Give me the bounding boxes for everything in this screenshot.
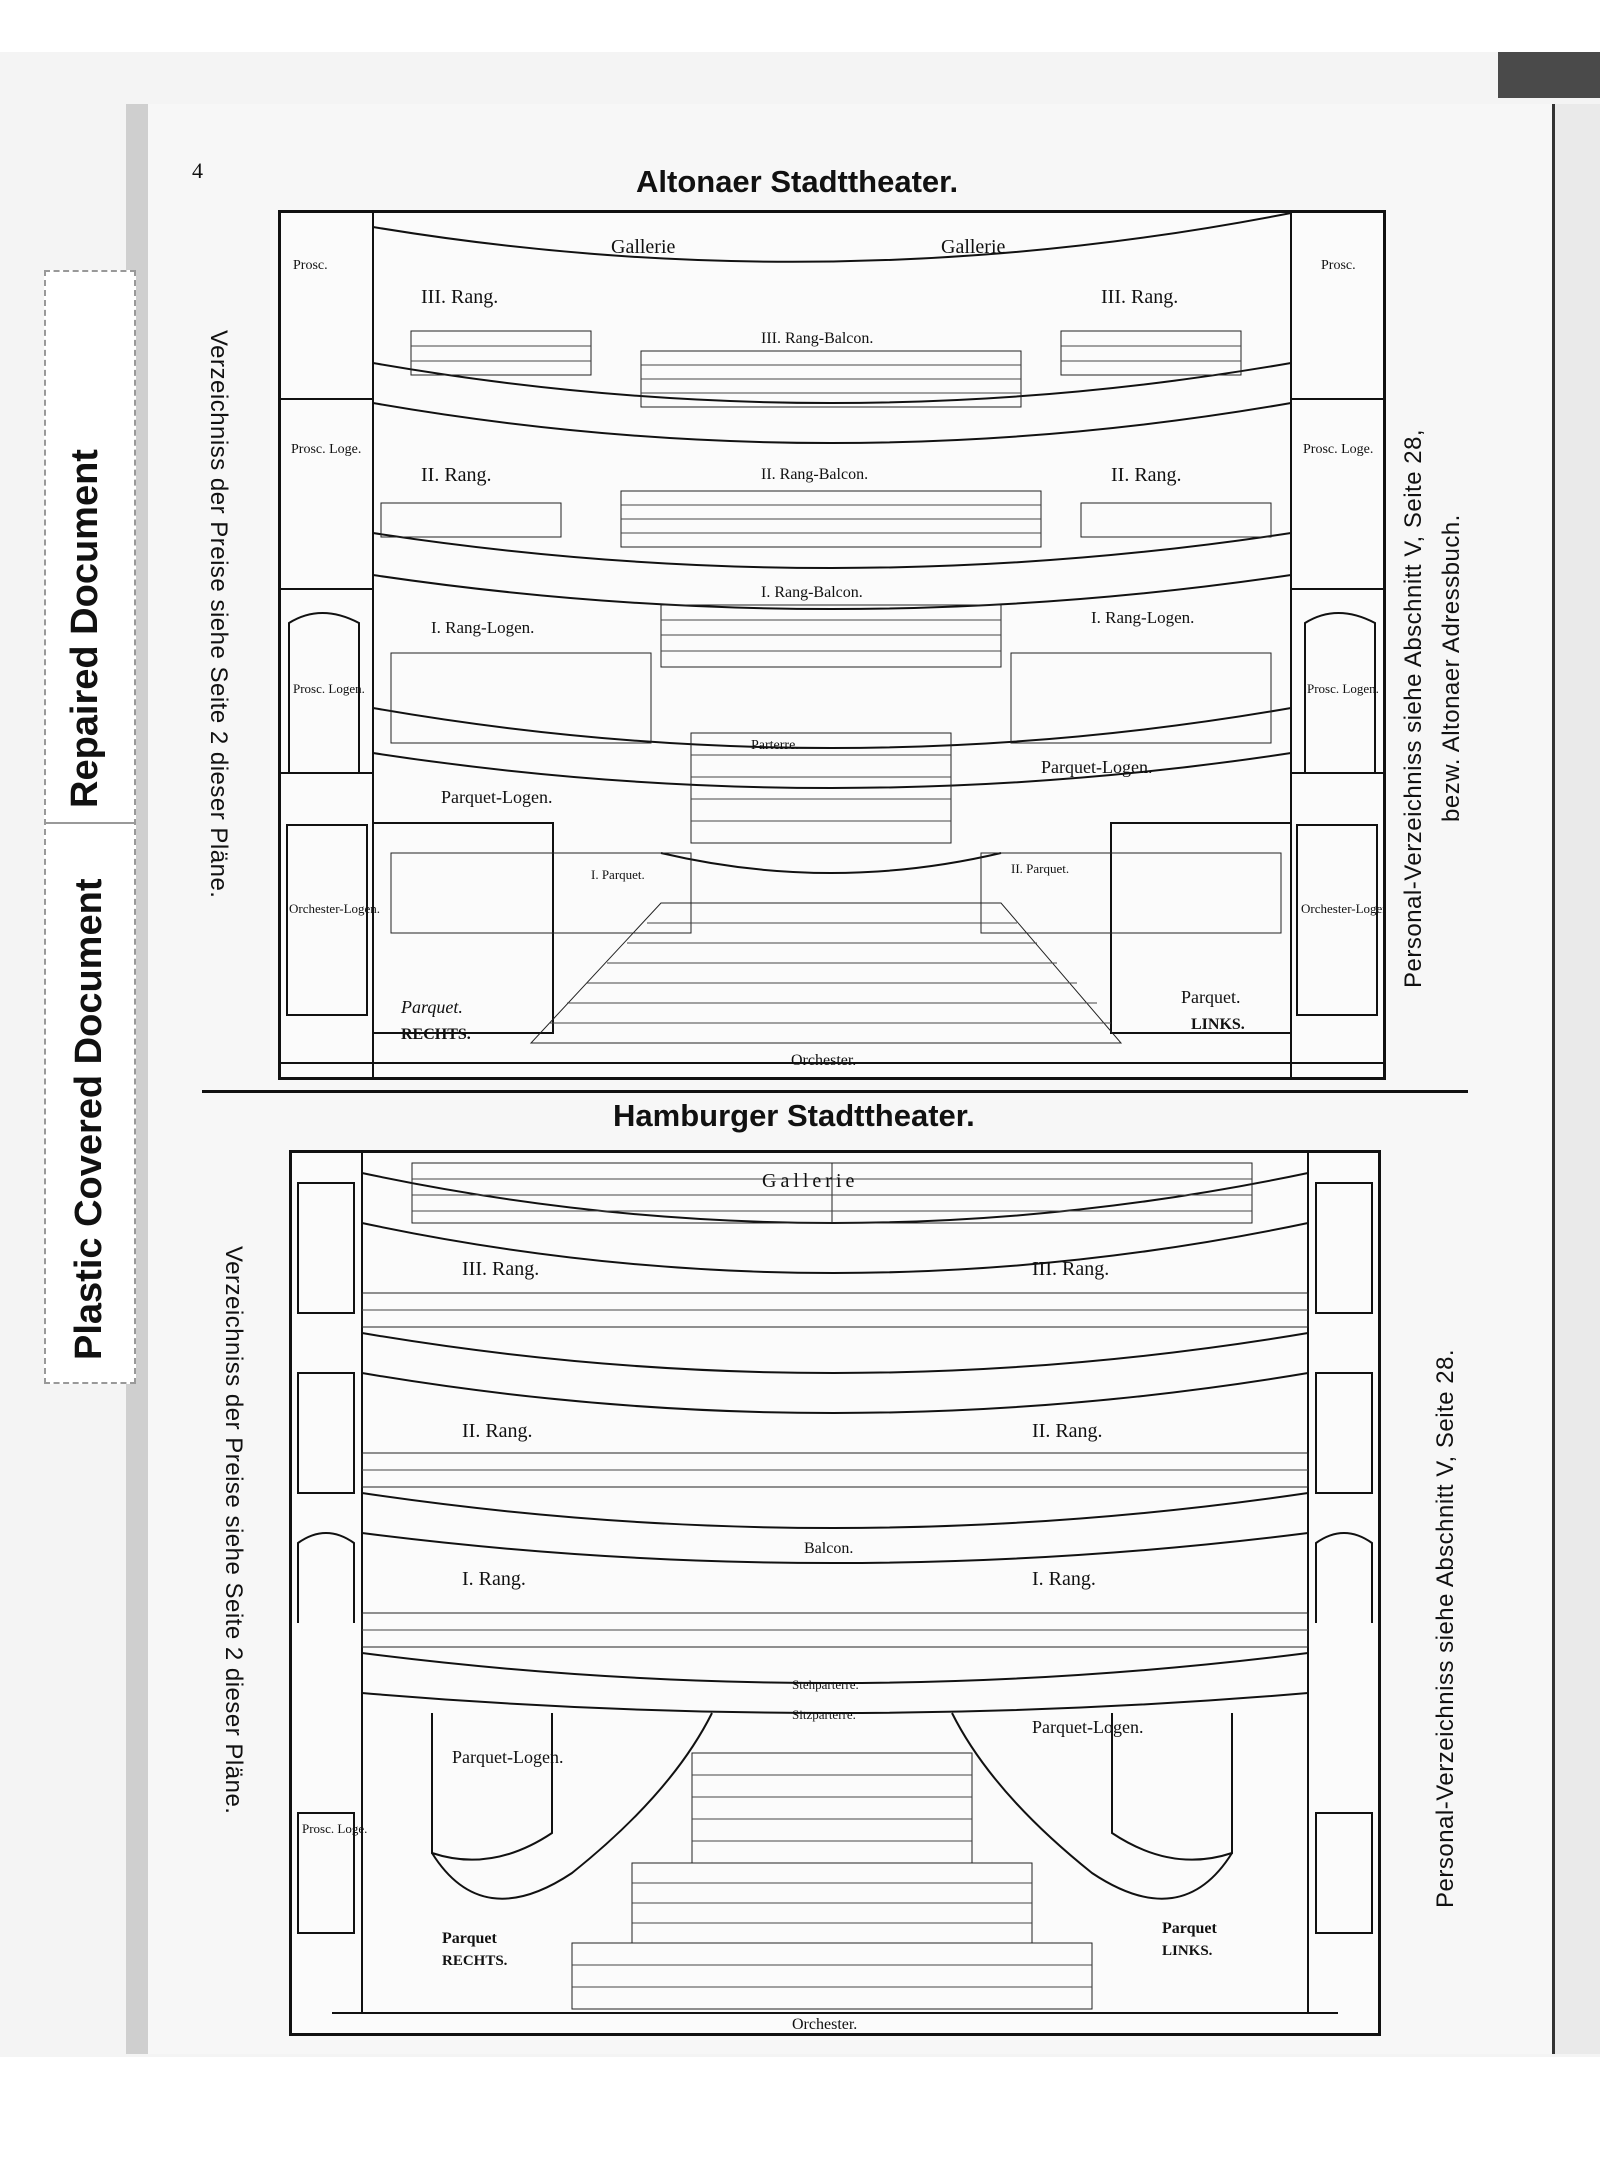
altona-rang1-logen-right: I. Rang-Logen. xyxy=(1091,608,1194,627)
altona-gallerie-left: Gallerie xyxy=(611,236,676,258)
hamburg-gallerie: Gallerie xyxy=(762,1170,858,1192)
altona-rang3-right: III. Rang. xyxy=(1101,286,1178,308)
altona-prosc-loge-left: Prosc. Loge. xyxy=(291,442,361,457)
altona-prosc-logen-left: Prosc. Logen. xyxy=(293,681,365,696)
hamburg-rechts: RECHTS. xyxy=(442,1953,508,1969)
hamburg-rang1-left: I. Rang. xyxy=(462,1568,526,1590)
hamburg-parquet-links: Parquet xyxy=(1162,1920,1217,1937)
altona-links: LINKS. xyxy=(1191,1016,1245,1033)
altona-parquet-rechts: Parquet. xyxy=(400,997,463,1017)
altona-prosc-right-top: Prosc. xyxy=(1321,258,1356,273)
altona-adressbuch-note: bezw. Altonaer Adressbuch. xyxy=(1438,514,1465,822)
hamburg-title: Hamburger Stadttheater. xyxy=(613,1098,975,1133)
altona-rang1-balcon: I. Rang-Balcon. xyxy=(761,584,863,601)
hamburg-price-note: Verzeichniss der Preise siehe Seite 2 di… xyxy=(220,1246,247,1815)
hamburg-rang3-right: III. Rang. xyxy=(1032,1258,1109,1280)
altona-rang3-left: III. Rang. xyxy=(421,286,498,308)
page-number: 4 xyxy=(192,158,203,183)
altona-rang2-left: II. Rang. xyxy=(421,464,492,486)
hamburg-seating-plan: Gallerie III. Rang. III. Rang. II. Rang.… xyxy=(289,1150,1381,2036)
hamburg-parquet-logen-right: Parquet-Logen. xyxy=(1032,1717,1143,1737)
altona-parquet-logen-left: Parquet-Logen. xyxy=(441,787,552,807)
hamburg-parquet-logen-left: Parquet-Logen. xyxy=(452,1747,563,1767)
hamburg-orchester: Orchester. xyxy=(792,2016,857,2033)
hamburg-sitzparterre: Sitzparterre. xyxy=(792,1707,856,1722)
altona-orchester-logen-left: Orchester-Logen. xyxy=(289,901,380,916)
altona-parquet-logen-right: Parquet-Logen. xyxy=(1041,757,1152,777)
altona-parquet-links: Parquet. xyxy=(1181,987,1240,1007)
altona-orchester: Orchester. xyxy=(791,1052,856,1069)
altona-title: Altonaer Stadttheater. xyxy=(636,164,959,199)
altona-rechts: RECHTS. xyxy=(401,1026,471,1043)
altona-gallerie-right: Gallerie xyxy=(941,236,1006,258)
corner-tab xyxy=(1498,52,1600,98)
altona-parterre: Parterre. xyxy=(751,738,799,753)
altona-prosc-logen-right: Prosc. Logen. xyxy=(1307,681,1379,696)
altona-prosc-loge-right: Prosc. Loge. xyxy=(1303,442,1373,457)
altona-prosc-left-top: Prosc. xyxy=(293,258,328,273)
hamburg-rang2-right: II. Rang. xyxy=(1032,1420,1103,1442)
stamp-label-box xyxy=(44,270,136,1384)
hamburg-rang1-right: I. Rang. xyxy=(1032,1568,1096,1590)
plastic-covered-label: Plastic Covered Document xyxy=(68,878,110,1360)
label-divider xyxy=(44,822,134,824)
altona-parquet-ii: II. Parquet. xyxy=(1011,861,1069,876)
altona-price-note: Verzeichniss der Preise siehe Seite 2 di… xyxy=(205,330,232,899)
page-edge xyxy=(1552,104,1600,2054)
hamburg-stehparterre: Stehparterre. xyxy=(792,1677,859,1692)
hamburg-balcon: Balcon. xyxy=(804,1540,853,1557)
altona-parquet-i: I. Parquet. xyxy=(591,867,645,882)
repaired-document-label: Repaired Document xyxy=(64,449,106,808)
altona-rang2-right: II. Rang. xyxy=(1111,464,1182,486)
altona-rang1-logen-left: I. Rang-Logen. xyxy=(431,618,534,637)
altona-orchester-logen-right: Orchester-Logen. xyxy=(1301,901,1383,916)
hamburg-personal-note: Personal-Verzeichniss siehe Abschnitt V,… xyxy=(1432,1348,1459,1908)
hamburg-rang3-left: III. Rang. xyxy=(462,1258,539,1280)
altona-rang2-balcon: II. Rang-Balcon. xyxy=(761,466,868,483)
hamburg-parquet-rechts: Parquet xyxy=(442,1930,497,1947)
hamburg-prosc-loge: Prosc. Loge. xyxy=(302,1821,367,1836)
altona-personal-note: Personal-Verzeichniss siehe Abschnitt V,… xyxy=(1400,428,1427,988)
altona-rang3-balcon: III. Rang-Balcon. xyxy=(761,330,873,347)
section-divider xyxy=(202,1090,1468,1093)
hamburg-rang2-left: II. Rang. xyxy=(462,1420,533,1442)
altona-seating-plan: Gallerie Gallerie III. Rang. III. Rang. … xyxy=(278,210,1386,1080)
hamburg-links: LINKS. xyxy=(1162,1943,1213,1959)
